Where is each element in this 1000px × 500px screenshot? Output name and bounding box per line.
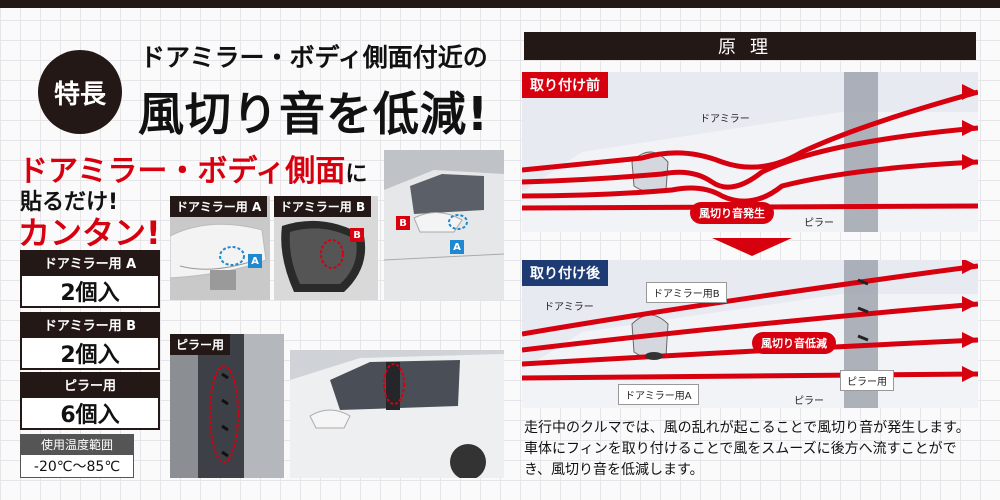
label-pillar-after: ピラー bbox=[794, 396, 824, 407]
diagram-after: 取り付け後 ドアミラー用B ドアミラー 風切り音低減 ピラー用 ドアミラー用A … bbox=[522, 260, 978, 408]
top-bar bbox=[0, 0, 1000, 8]
label-mirror-b-after: ドアミラー用B bbox=[646, 282, 727, 303]
noise-badge-after: 風切り音低減 bbox=[752, 332, 836, 354]
headline-line2: 風切り音を低減! bbox=[138, 87, 489, 141]
lead-line1-red: ドアミラー・ボディ側面 bbox=[18, 154, 346, 189]
stage-label-before: 取り付け前 bbox=[522, 72, 608, 98]
qty-value-mirror-b: 2個入 bbox=[20, 336, 160, 370]
photo-mirror-b: ドアミラー用 B B bbox=[274, 196, 378, 300]
tag-a-car: A bbox=[450, 240, 464, 254]
photo-car-pillar bbox=[290, 350, 504, 478]
feature-badge: 特長 bbox=[38, 50, 122, 134]
qty-value-mirror-a: 2個入 bbox=[20, 274, 160, 308]
diagram-before: 取り付け前 ドアミラー 風切り音発生 ピラー bbox=[522, 72, 978, 232]
car-pillar-illustration bbox=[290, 350, 504, 478]
photo-label-mirror-a: ドアミラー用 A bbox=[170, 196, 268, 217]
photo-label-mirror-b: ドアミラー用 B bbox=[274, 196, 372, 217]
lead-line2: 貼るだけ! bbox=[20, 190, 119, 215]
photo-mirror-a: ドアミラー用 A A bbox=[170, 196, 270, 300]
lead-line1: ドアミラー・ボディ側面に bbox=[18, 146, 367, 190]
qty-label-pillar: ピラー用 bbox=[20, 372, 160, 396]
photo-car-mirror: B A bbox=[384, 150, 504, 300]
temp-range-label: 使用温度範囲 bbox=[20, 434, 134, 454]
temp-range-value: -20℃〜85℃ bbox=[20, 454, 134, 478]
tag-b-car: B bbox=[396, 216, 410, 230]
tag-a: A bbox=[248, 254, 262, 268]
label-pillar-before: ピラー bbox=[804, 218, 834, 229]
qty-label-mirror-a: ドアミラー用 A bbox=[20, 250, 160, 274]
photo-label-pillar: ピラー用 bbox=[170, 334, 231, 355]
qty-label-mirror-b: ドアミラー用 B bbox=[20, 312, 160, 336]
stage-label-after: 取り付け後 bbox=[522, 260, 608, 286]
diagram-before-illustration bbox=[522, 72, 978, 232]
noise-badge-before: 風切り音発生 bbox=[690, 202, 774, 224]
label-mirror-a-after: ドアミラー用A bbox=[618, 384, 699, 405]
label-mirror-after: ドアミラー bbox=[544, 302, 594, 313]
tag-b: B bbox=[350, 228, 364, 242]
pillar-illustration bbox=[170, 334, 284, 478]
lead-line1-suffix: に bbox=[345, 162, 368, 187]
photo-pillar: ピラー用 bbox=[170, 334, 284, 478]
label-mirror-before: ドアミラー bbox=[700, 114, 750, 125]
headline-line1: ドアミラー・ボディ側面付近の bbox=[140, 43, 488, 72]
qty-value-pillar: 6個入 bbox=[20, 396, 160, 430]
lead-line3: カンタン! bbox=[18, 214, 161, 252]
principle-title: 原理 bbox=[524, 32, 976, 60]
principle-description: 走行中のクルマでは、風の乱れが起こることで風切り音が発生します。車体にフィンを取… bbox=[524, 420, 970, 478]
label-pillar-part-after: ピラー用 bbox=[840, 370, 894, 391]
down-arrow-icon bbox=[712, 238, 792, 256]
